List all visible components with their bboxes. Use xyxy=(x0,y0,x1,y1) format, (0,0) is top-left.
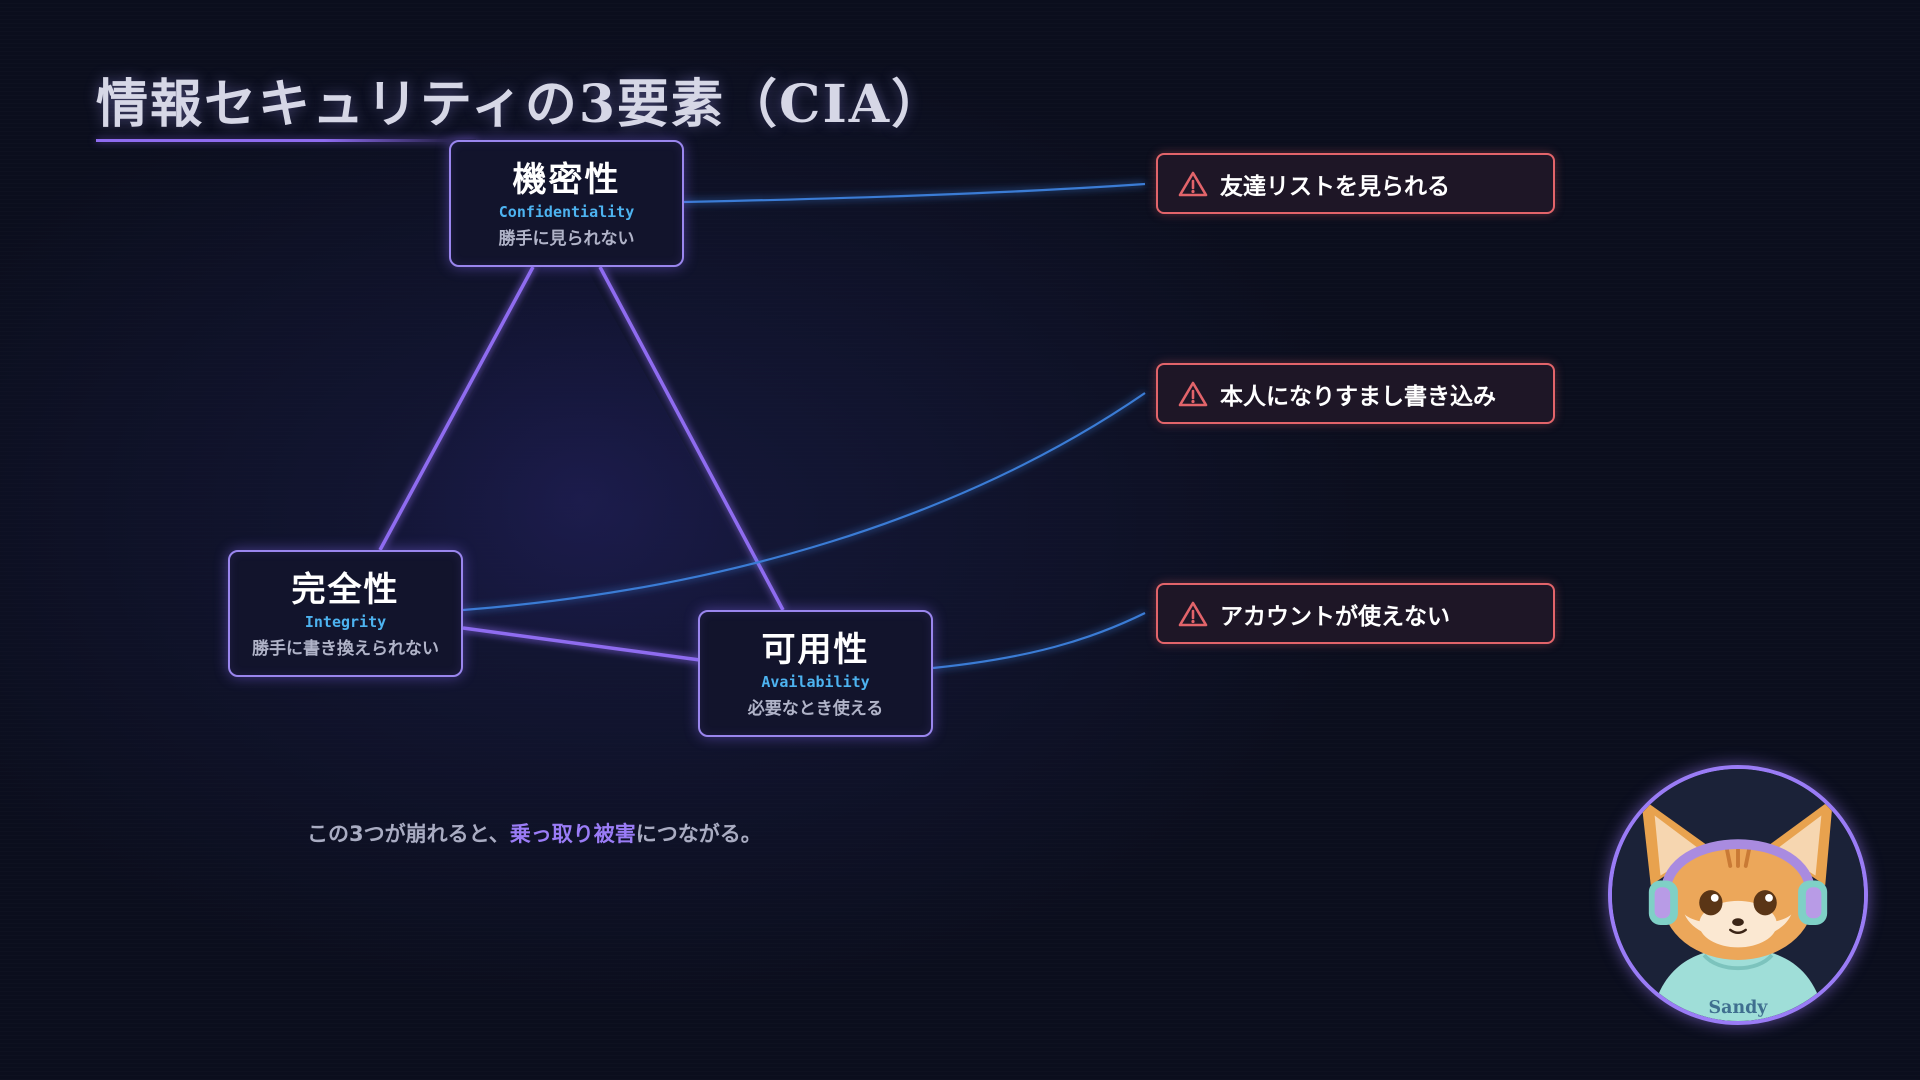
risk-box-availability: アカウントが使えない xyxy=(1156,583,1555,644)
node-english-label: Integrity xyxy=(304,613,387,631)
summary-highlight: 乗っ取り被害 xyxy=(509,822,636,846)
warning-triangle-icon xyxy=(1178,381,1208,406)
node-description: 勝手に見られない xyxy=(498,229,635,249)
node-description: 必要なとき使える xyxy=(747,699,884,719)
warning-triangle-icon xyxy=(1178,601,1208,626)
warning-triangle-icon xyxy=(1178,171,1208,196)
summary-after: につながる。 xyxy=(635,822,762,846)
summary-text: この3つが崩れると、乗っ取り被害につながる。 xyxy=(307,818,762,848)
summary-before: この3つが崩れると、 xyxy=(307,822,510,846)
risk-box-confidentiality: 友達リストを見られる xyxy=(1156,153,1555,214)
risk-label: 本人になりすまし書き込み xyxy=(1220,383,1496,410)
mascot-avatar: Sandy xyxy=(1608,765,1868,1025)
triangle-edge-i-a xyxy=(462,626,701,662)
hoodie-text: Sandy xyxy=(1709,998,1769,1018)
fox-mascot-illustration: Sandy xyxy=(1612,769,1864,1021)
connector-integrity-risk xyxy=(462,392,1146,612)
node-title: 完全性 xyxy=(291,570,400,610)
triangle-edge-c-i xyxy=(378,266,535,551)
node-integrity: 完全性 Integrity 勝手に書き換えられない xyxy=(228,550,463,677)
connector-confidentiality-risk xyxy=(682,182,1146,204)
node-description: 勝手に書き換えられない xyxy=(252,639,439,659)
triangle-edge-c-a xyxy=(598,266,785,611)
title-underline xyxy=(96,139,476,142)
slide-title: 情報セキュリティの3要素（CIA） xyxy=(96,74,946,135)
risk-label: アカウントが使えない xyxy=(1220,603,1450,630)
risk-box-integrity: 本人になりすまし書き込み xyxy=(1156,363,1555,424)
connector-availability-risk xyxy=(932,612,1146,670)
node-english-label: Availability xyxy=(761,673,870,691)
node-english-label: Confidentiality xyxy=(498,203,635,221)
node-confidentiality: 機密性 Confidentiality 勝手に見られない xyxy=(449,140,684,267)
node-availability: 可用性 Availability 必要なとき使える xyxy=(698,610,933,737)
node-title: 可用性 xyxy=(761,630,870,670)
node-title: 機密性 xyxy=(512,160,621,200)
risk-label: 友達リストを見られる xyxy=(1220,173,1450,200)
